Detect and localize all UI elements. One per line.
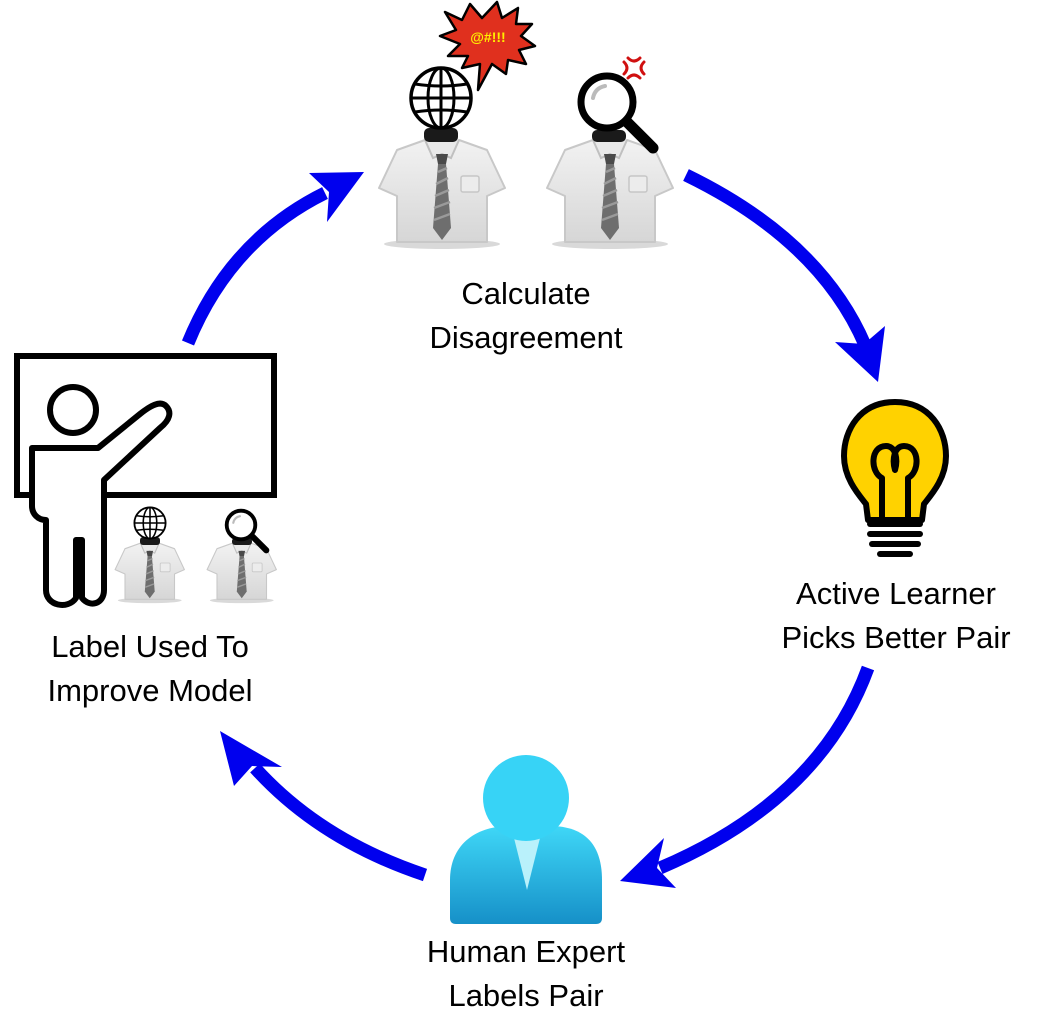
step-label-line: Improve Model <box>47 673 253 708</box>
lightbulb-icon <box>841 399 949 557</box>
step-label-improve-model: Label Used To Improve Model <box>0 625 300 713</box>
step-label-line: Disagreement <box>429 320 623 355</box>
teacher-icon <box>14 353 278 608</box>
step-label-line: Label Used To <box>51 629 249 664</box>
step-label-calculate-disagreement: Calculate Disagreement <box>376 272 676 360</box>
small-globe-model-figure <box>114 506 186 604</box>
anger-icon <box>622 56 646 80</box>
step-label-human-expert: Human Expert Labels Pair <box>376 930 676 1018</box>
user-icon <box>450 755 602 924</box>
search-model-figure <box>545 56 675 251</box>
globe-icon <box>409 66 473 130</box>
small-globe-icon <box>133 506 167 540</box>
small-search-model-figure <box>206 511 278 604</box>
anger-speech-bubble: @#!!! <box>438 0 537 92</box>
arrow-human-to-improve <box>220 731 428 882</box>
cycle-arrows <box>181 169 885 888</box>
arrow-disagreement-to-active <box>683 169 885 382</box>
step-label-line: Picks Better Pair <box>781 620 1011 655</box>
globe-model-figure <box>377 66 507 251</box>
disagreement-icons: @#!!! <box>377 0 675 251</box>
step-label-line: Human Expert <box>426 934 626 969</box>
speech-bubble-text: @#!!! <box>470 29 505 45</box>
step-label-line: Labels Pair <box>448 978 604 1013</box>
arrow-improve-to-disagreement <box>181 172 364 346</box>
arrow-active-to-human <box>620 665 875 888</box>
step-label-line: Active Learner <box>796 576 996 611</box>
step-label-active-learner: Active Learner Picks Better Pair <box>746 572 1039 660</box>
step-label-line: Calculate <box>461 276 591 311</box>
